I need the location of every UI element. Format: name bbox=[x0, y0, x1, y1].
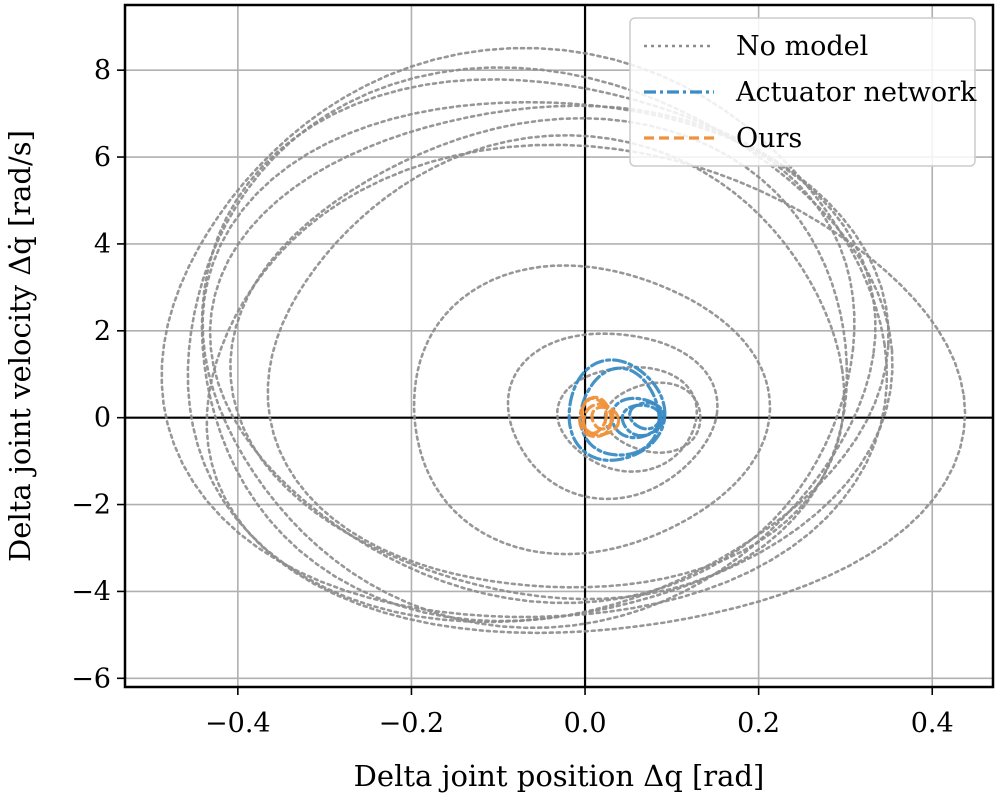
x-tick-label: −0.4 bbox=[205, 708, 271, 739]
x-axis-label: Delta joint position Δq [rad] bbox=[354, 759, 765, 793]
y-tick-label: 2 bbox=[94, 316, 111, 347]
y-tick-label: −2 bbox=[71, 490, 111, 521]
x-tick-label: 0.2 bbox=[737, 708, 780, 739]
legend-entry-label: Actuator network bbox=[735, 77, 977, 108]
axis-ticks: −0.4 −0.2 0.0 0.2 0.4 −6 −4 −2 0 2 4 6 8 bbox=[71, 55, 954, 739]
series-0-loop bbox=[200, 78, 890, 623]
series-1-loop bbox=[628, 401, 663, 431]
series-2-loop bbox=[582, 402, 621, 437]
series-1-loop bbox=[620, 403, 663, 438]
series-2 bbox=[578, 395, 621, 438]
series-1-loop bbox=[567, 358, 667, 462]
series-0-loop bbox=[506, 332, 719, 501]
x-tick-label: 0.4 bbox=[911, 708, 954, 739]
x-tick-label: −0.2 bbox=[379, 708, 445, 739]
series-0-loop bbox=[201, 100, 877, 630]
series-0-loop bbox=[229, 116, 849, 601]
series-2-loop bbox=[590, 405, 615, 431]
series-0-loop bbox=[412, 264, 772, 556]
series-0-loop bbox=[186, 66, 894, 624]
y-axis-label: Delta joint velocity Δq̇ [rad/s] bbox=[3, 130, 37, 562]
series-0-loop bbox=[266, 133, 846, 589]
series-layer bbox=[160, 46, 967, 635]
y-tick-label: 0 bbox=[94, 403, 111, 434]
series-0-loop bbox=[555, 365, 699, 473]
y-tick-label: 8 bbox=[94, 55, 111, 86]
series-0-loop bbox=[205, 143, 967, 635]
y-tick-label: 4 bbox=[94, 229, 111, 260]
x-tick-label: 0.0 bbox=[564, 708, 607, 739]
plot-frame bbox=[123, 3, 995, 689]
legend-entry-label: No model bbox=[736, 31, 868, 62]
y-tick-label: −6 bbox=[71, 663, 111, 694]
legend-entry-label: Ours bbox=[736, 123, 802, 154]
y-tick-label: −4 bbox=[71, 576, 111, 607]
y-tick-label: 6 bbox=[94, 142, 111, 173]
legend-box bbox=[629, 17, 976, 167]
series-0 bbox=[160, 46, 967, 635]
